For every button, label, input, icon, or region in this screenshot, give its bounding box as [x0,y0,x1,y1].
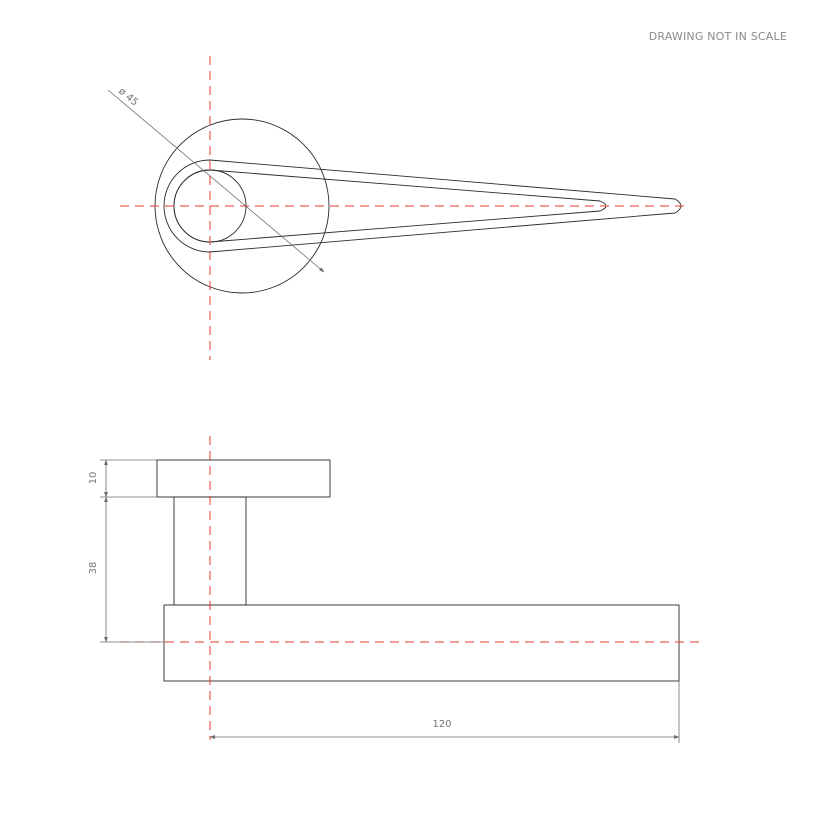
top-view: ø 45 [107,56,690,360]
lever-bar-profile [163,604,680,682]
scale-note: DRAWING NOT IN SCALE [649,30,787,43]
rose-profile [156,459,331,498]
diameter-dimension-line [107,89,325,273]
side-view: 10 38 120 [88,436,700,743]
stem-height-label: 38 [88,562,99,575]
lever-outer-contour [163,159,682,253]
diameter-label: ø 45 [116,86,140,109]
lever-length-label: 120 [432,719,451,730]
rose-thickness-label: 10 [88,472,99,485]
